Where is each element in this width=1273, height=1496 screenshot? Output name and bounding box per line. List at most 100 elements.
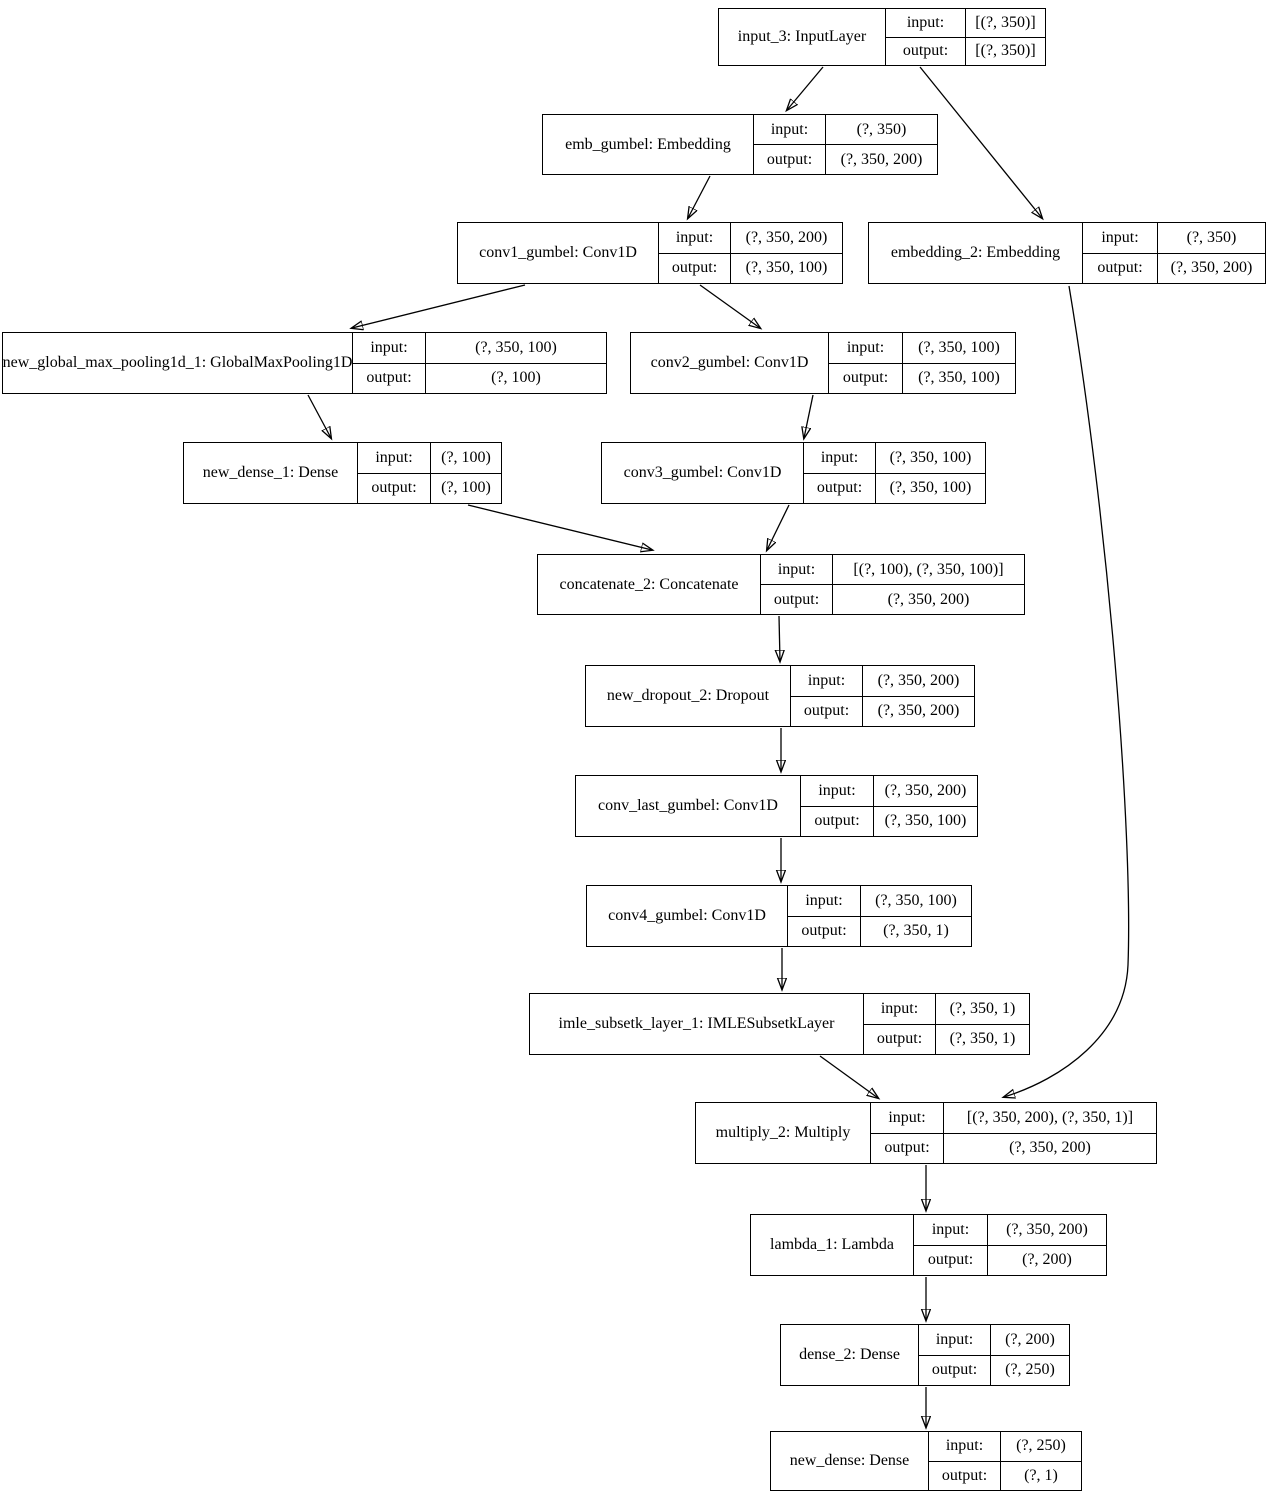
input-row-label: input:: [804, 443, 876, 473]
output-row: output:(?, 200): [914, 1244, 1106, 1275]
output-shape: [(?, 350)]: [975, 42, 1036, 60]
input-row: input:(?, 350, 1): [864, 994, 1029, 1024]
output-shape: (?, 100): [491, 369, 541, 387]
output-shape: (?, 350, 200): [1170, 259, 1253, 277]
input-row: input: (?, 350): [1083, 223, 1265, 253]
input-row: input:(?, 200): [919, 1325, 1069, 1355]
io-table: input:(?, 350, 1)output: (?, 350, 1): [864, 994, 1029, 1054]
output-row-label: output:: [353, 363, 426, 393]
io-table: input: (?, 350, 100) output:(?, 350, 100): [829, 333, 1015, 393]
input-shape: (?, 350, 200): [1006, 1220, 1088, 1238]
input-row-label: input:: [919, 1325, 991, 1355]
output-row: output:(?, 100): [358, 472, 501, 503]
layer-name: conv_last_gumbel: Conv1D: [576, 776, 801, 836]
input-row-label: input:: [886, 9, 966, 37]
input-row-label: input:: [754, 115, 826, 144]
output-row-label: output:: [761, 585, 833, 614]
edge-new_global_max_pooling1d_1-to-new_dense_1: [307, 394, 331, 438]
output-row-label: output:: [914, 1245, 988, 1275]
input-shape: [(?, 350, 200), (?, 350, 1)]: [966, 1108, 1134, 1126]
io-table: input: (?, 350, 200) output:(?, 350, 200): [791, 666, 974, 726]
input-row: input:(?, 350, 100): [804, 443, 985, 473]
input-row-label: input:: [761, 555, 833, 584]
output-shape: (?, 350, 100): [889, 479, 972, 497]
output-row-label: output:: [754, 145, 826, 174]
edge-new_dense_1-to-concatenate_2: [467, 504, 652, 550]
io-table: input: (?, 350, 200) output:(?, 200): [914, 1215, 1106, 1275]
output-shape: (?, 350, 1): [949, 1030, 1016, 1048]
output-row: output:(?, 350, 100): [801, 805, 977, 836]
output-row: output: (?, 350, 1): [864, 1023, 1029, 1054]
layer-name: new_dense_1: Dense: [184, 443, 358, 503]
input-row-label: input:: [358, 443, 431, 473]
input-shape: (?, 350, 100): [918, 338, 1000, 356]
io-table: input:[(?, 100), (?, 350, 100)]output:(?…: [761, 555, 1024, 614]
output-row: output: (?, 350, 200): [754, 144, 937, 174]
input-row: input: (?, 350, 200): [914, 1215, 1106, 1245]
input-shape: (?, 250): [1016, 1437, 1066, 1455]
input-row-label: input:: [659, 223, 731, 253]
output-row-label: output:: [1083, 253, 1158, 283]
layer-name: multiply_2: Multiply: [696, 1103, 871, 1163]
io-table: input: (?, 350) output: (?, 350, 200): [1083, 223, 1265, 283]
input-shape: (?, 350): [1186, 228, 1237, 246]
input-row-label: input:: [914, 1215, 988, 1245]
layer-name: dense_2: Dense: [781, 1325, 919, 1385]
output-shape: (?, 350, 200): [840, 150, 923, 168]
io-table: input:(?, 350, 200)output:(?, 350, 100): [801, 776, 977, 836]
edge-conv2_gumbel-to-conv3_gumbel: [804, 394, 814, 438]
input-row-label: input:: [791, 666, 863, 696]
io-table: input:(?, 350, 100)output:(?, 350, 100): [804, 443, 985, 503]
io-table: input:(?, 250)output:(?, 1): [929, 1432, 1081, 1490]
edge-input_3-to-embedding_2: [919, 66, 1042, 218]
input-shape: (?, 350, 1): [949, 999, 1016, 1017]
input-row: input: [(?, 350, 200), (?, 350, 1)]: [871, 1103, 1156, 1133]
edge-conv1_gumbel-to-conv2_gumbel: [699, 284, 760, 328]
input-row: input:(?, 100): [358, 443, 501, 473]
input-row-label: input:: [829, 333, 903, 363]
input-row-label: input:: [871, 1103, 944, 1133]
input-row-label: input:: [1083, 223, 1158, 253]
output-row-label: output:: [659, 253, 731, 283]
edge-conv1_gumbel-to-new_global_max_pooling1d_1: [352, 284, 526, 328]
io-table: input:(?, 200)output:(?, 250): [919, 1325, 1069, 1385]
output-row: output:(?, 350, 100): [829, 362, 1015, 393]
input-row: input: (?, 350, 100): [829, 333, 1015, 363]
output-row-label: output:: [919, 1355, 991, 1385]
io-table: input:(?, 350, 100)output:(?, 100): [353, 333, 606, 393]
input-row-label: input:: [929, 1432, 1001, 1461]
layer-name: new_global_max_pooling1d_1: GlobalMaxPoo…: [3, 333, 353, 393]
output-row: output: (?, 350, 200): [761, 584, 1024, 614]
output-row: output:(?, 350, 200): [791, 695, 974, 726]
output-row-label: output:: [864, 1024, 936, 1054]
layer-name: embedding_2: Embedding: [869, 223, 1083, 283]
output-shape: (?, 350, 1): [883, 922, 949, 940]
input-shape: (?, 350, 200): [877, 671, 960, 689]
layer-name: emb_gumbel: Embedding: [543, 115, 754, 174]
io-table: input:(?, 100)output:(?, 100): [358, 443, 501, 503]
edge-input_3-to-emb_gumbel: [787, 66, 824, 110]
output-row-label: output:: [801, 806, 874, 836]
layer-name: conv3_gumbel: Conv1D: [602, 443, 804, 503]
layer-name: new_dense: Dense: [771, 1432, 929, 1490]
input-shape: (?, 350, 200): [884, 781, 967, 799]
output-shape: (?, 350, 200): [887, 590, 970, 608]
output-row-label: output:: [871, 1133, 944, 1163]
input-shape: [(?, 350)]: [975, 13, 1036, 31]
output-shape: (?, 350, 200): [1009, 1139, 1091, 1157]
layer-name: new_dropout_2: Dropout: [586, 666, 791, 726]
edge-imle_subsetk_layer_1-to-multiply_2: [819, 1055, 878, 1098]
